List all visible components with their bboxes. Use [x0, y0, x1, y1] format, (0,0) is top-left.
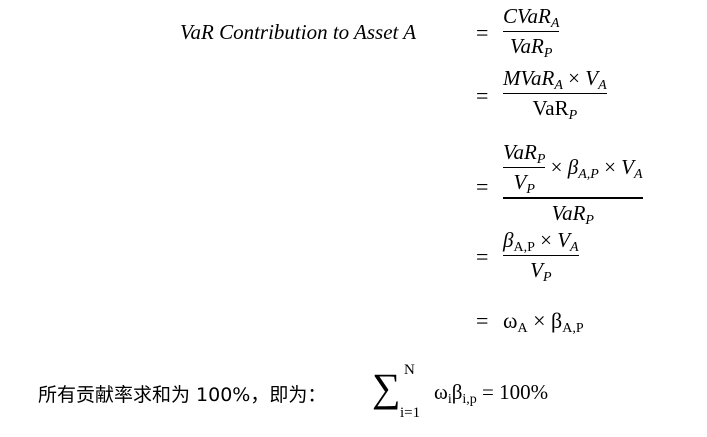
subscript: P [543, 46, 553, 62]
numerator: CVaR [503, 4, 551, 28]
subscript: A [550, 16, 560, 31]
times-sign: × [550, 155, 563, 180]
step5-expression: ωA × βA,P [503, 308, 584, 336]
inner-numerator: VaR [503, 140, 537, 164]
inner-denominator: V [513, 170, 527, 195]
fraction-step4: βA,P × VA VP [503, 228, 579, 286]
equals-sign: = [476, 244, 489, 269]
equals-sign: = [476, 20, 489, 45]
subscript: P [585, 212, 594, 228]
summary-text: 所有贡献率求和为 100%，即为： [38, 384, 327, 406]
fraction-step1: CVaRA VaRP [503, 4, 560, 62]
times-sign: × [604, 155, 616, 180]
numerator-terms: × βA,P × VA [545, 155, 643, 183]
subscript: A [598, 78, 607, 93]
fraction-step2: MVaRA × VA VaRP [503, 66, 607, 124]
equals-sign: = [476, 308, 489, 333]
times-sign: × [533, 308, 546, 333]
v-term: V [557, 228, 571, 252]
sum-lower-limit: i=1 [400, 405, 421, 421]
denominator: V [530, 258, 543, 283]
subscript: A,P [513, 240, 535, 255]
subscript: A [633, 167, 643, 183]
numerator-term: V [585, 66, 599, 90]
sum-upper-limit: N [404, 362, 415, 378]
beta: β [567, 155, 579, 180]
fraction-step3: VaRP VP × βA,P × VA VaRP [503, 140, 643, 228]
denominator: VaR [510, 34, 544, 59]
fraction-bar [503, 255, 579, 257]
sum-term: ωiβi,p = 100% [434, 380, 549, 407]
denominator: VaR [551, 200, 586, 225]
subscript: P [526, 182, 535, 198]
equals-sign: = [482, 380, 494, 404]
subscript: A [517, 321, 528, 336]
result: 100% [499, 380, 549, 404]
equation-lhs: VaR Contribution to Asset A [180, 20, 417, 44]
subscript: A,P [578, 167, 599, 183]
denominator: VaR [532, 96, 569, 121]
numerator: MVaR [503, 66, 555, 90]
fraction-bar [503, 197, 643, 199]
fraction-bar [503, 167, 546, 169]
inner-fraction: VaRP VP [503, 140, 546, 198]
omega: ω [434, 380, 448, 404]
beta: β [503, 228, 514, 252]
beta: β [551, 308, 563, 333]
fraction-bar [503, 93, 607, 95]
fraction-bar [503, 31, 560, 33]
subscript: P [568, 108, 578, 124]
subscript: i,p [462, 392, 477, 407]
subscript: A,P [562, 321, 584, 336]
subscript: i [447, 392, 452, 407]
subscript: A [554, 78, 563, 93]
beta: β [451, 380, 463, 404]
v-term: V [621, 155, 634, 180]
subscript: P [542, 270, 552, 286]
times-sign: × [568, 66, 580, 90]
equals-sign: = [476, 174, 489, 199]
subscript: P [536, 152, 546, 167]
times-sign: × [540, 228, 552, 252]
omega: ω [503, 308, 518, 333]
equals-sign: = [476, 83, 489, 108]
subscript: A [570, 240, 579, 255]
sum-symbol: ∑ [372, 365, 401, 410]
